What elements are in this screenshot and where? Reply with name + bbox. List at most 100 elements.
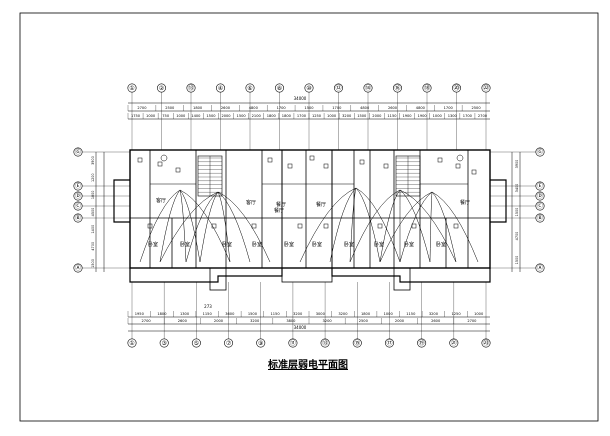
- dimension-value: 1400: [191, 114, 201, 118]
- svg-text:Ⓐ: Ⓐ: [75, 264, 81, 272]
- axis-bubble: Ⓖ: [73, 147, 83, 157]
- outlet-symbol: [377, 223, 383, 229]
- dimension-value: 1800: [157, 312, 167, 316]
- dimension-value: 1700: [332, 106, 342, 110]
- axis-bubble: ⑩: [304, 83, 314, 93]
- svg-text:Ⓓ: Ⓓ: [537, 192, 543, 200]
- axis-bubble: Ⓓ: [73, 191, 83, 201]
- svg-text:Ⓖ: Ⓖ: [537, 148, 543, 156]
- dimension-value: 4500: [91, 208, 95, 217]
- room-label-living: 客厅: [156, 197, 166, 204]
- axis-bubble: ⑯: [392, 83, 402, 93]
- svg-text:⑨: ⑨: [258, 340, 263, 347]
- room-label-bedroom: 卧室: [284, 241, 294, 248]
- dimension-value: 1000: [176, 114, 186, 118]
- room-label-bedroom: 卧室: [404, 241, 414, 248]
- outlet-symbol: [383, 163, 389, 169]
- dimension-value: 1800: [267, 114, 277, 118]
- dimension-value: 1800: [91, 191, 95, 200]
- room-label-dining: 餐厅: [276, 201, 286, 208]
- dimension-value: 1250: [312, 114, 322, 118]
- dimension-value: 4800: [416, 106, 426, 110]
- fixture-symbols: [137, 154, 477, 229]
- outlet-symbol: [411, 223, 417, 229]
- axis-bubble: Ⓓ: [535, 191, 545, 201]
- svg-text:⑫: ⑫: [335, 84, 341, 92]
- axis-bubble: Ⓔ: [535, 181, 545, 191]
- dimension-value: 2700: [137, 106, 147, 110]
- room-label-dining: 餐厅: [274, 207, 284, 214]
- dimension-value: 2100: [252, 114, 262, 118]
- axis-bubble: ⑮: [352, 338, 362, 348]
- outlet-symbol: [309, 155, 315, 161]
- room-label-bedroom: 卧室: [148, 241, 158, 248]
- dimension-value: 1150: [406, 312, 416, 316]
- axis-bubble: Ⓑ: [535, 213, 545, 223]
- svg-text:Ⓖ: Ⓖ: [75, 148, 81, 156]
- svg-text:Ⓑ: Ⓑ: [75, 214, 81, 222]
- dimension-value: 1500: [237, 114, 247, 118]
- fixture-circle: [160, 154, 168, 162]
- dimension-value: 1950: [135, 312, 145, 316]
- axis-bubble: ⑭: [363, 83, 373, 93]
- axis-bubble: ⑬: [320, 338, 330, 348]
- axis-bubble: ⑰: [384, 338, 394, 348]
- svg-text:⑮: ⑮: [354, 339, 360, 347]
- outlet-symbol: [455, 163, 461, 169]
- dimension-value: 1500: [515, 208, 519, 217]
- dimension-value: 3200: [338, 312, 348, 316]
- axis-bubble: Ⓔ: [73, 181, 83, 191]
- dimension-value: 1200: [91, 173, 95, 182]
- outlet-symbol: [323, 223, 329, 229]
- svg-text:②: ②: [159, 85, 165, 92]
- outlet-symbol: [287, 163, 293, 169]
- outlet-symbol: [157, 161, 163, 167]
- dimension-value: 2700: [142, 319, 152, 323]
- svg-text:⑬: ⑬: [188, 84, 194, 92]
- outlet-symbol: [437, 157, 443, 163]
- dimension-value: 4700: [515, 232, 519, 241]
- dimension-value: 2700: [467, 319, 477, 323]
- axis-bubble: ④: [216, 83, 226, 93]
- axis-bubble: ⑨: [256, 338, 266, 348]
- svg-text:Ⓒ: Ⓒ: [75, 202, 81, 210]
- svg-text:⑩: ⑩: [306, 85, 311, 92]
- room-labels: 客厅 客厅 餐厅 餐厅 餐厅 餐厅 卧室 卧室 卧室 卧室 卧室 卧室 卧室 卧…: [148, 197, 470, 248]
- dimension-value: 1700: [297, 114, 307, 118]
- dimension-value: 1000: [433, 114, 443, 118]
- room-label-bedroom: 卧室: [222, 241, 232, 248]
- dimension-value: 1150: [203, 312, 213, 316]
- axis-bubble: ⑪: [288, 338, 298, 348]
- svg-text:①: ①: [129, 85, 134, 92]
- dimension-value: 3200: [323, 319, 333, 323]
- dimension-value: 3900: [515, 160, 519, 169]
- axis-bubble: ㉒: [481, 83, 491, 93]
- svg-text:①: ①: [129, 340, 134, 347]
- bottom-total-dimension: 34000: [294, 325, 307, 330]
- svg-text:⑯: ⑯: [394, 84, 400, 92]
- outlet-symbol: [471, 169, 477, 175]
- outlet-symbol: [267, 157, 273, 163]
- outlet-symbol: [251, 223, 257, 229]
- svg-text:Ⓑ: Ⓑ: [537, 214, 543, 222]
- svg-text:㉓: ㉓: [483, 339, 489, 347]
- dimension-value: 2600: [221, 106, 231, 110]
- dimension-value: 2600: [431, 319, 441, 323]
- dimension-value: 3000: [316, 312, 326, 316]
- room-label-bedroom: 卧室: [374, 241, 384, 248]
- svg-text:Ⓔ: Ⓔ: [75, 182, 81, 190]
- dimension-value: 1500: [248, 312, 258, 316]
- dimension-value: 4800: [360, 106, 370, 110]
- dimension-value: 1700: [277, 106, 287, 110]
- drawing-title: 标准层弱电平面图: [268, 360, 348, 371]
- dimension-value: 2500: [165, 106, 175, 110]
- dimension-value: 2600: [388, 106, 398, 110]
- svg-text:㉒: ㉒: [483, 84, 489, 92]
- building-outline: [113, 149, 507, 291]
